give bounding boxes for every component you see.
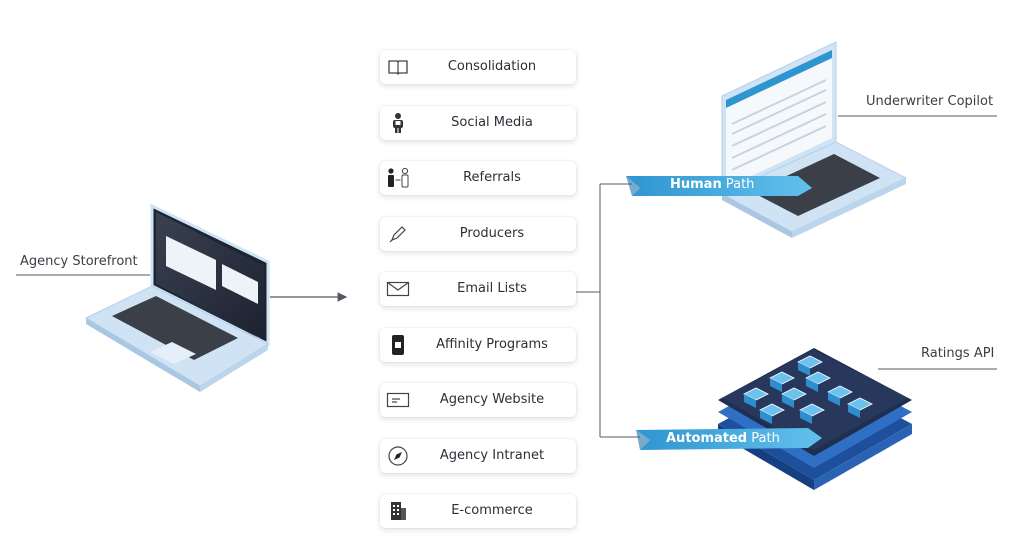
automated-path-ribbon xyxy=(636,428,822,450)
human-path-label: Human Path xyxy=(670,177,754,192)
compass-icon xyxy=(386,445,410,467)
channel-card-referrals: Referrals xyxy=(380,161,576,195)
channel-list: Consolidation Social Media Referrals Pro… xyxy=(380,50,576,550)
automated-path-bold: Automated xyxy=(666,431,748,446)
channel-label: Agency Intranet xyxy=(439,447,545,463)
channel-card-producers: Producers xyxy=(380,216,576,251)
channel-label: Social Media xyxy=(451,114,533,130)
channel-label: Affinity Programs xyxy=(436,336,548,352)
channel-card-email-lists: Email Lists xyxy=(380,272,576,306)
agency-storefront-label: Agency Storefront xyxy=(20,254,138,269)
channel-card-social-media: Social Media xyxy=(380,105,576,140)
channel-label: Referrals xyxy=(463,170,521,185)
channel-label: Email Lists xyxy=(457,281,527,296)
book-icon xyxy=(386,56,410,78)
ratings-api-label: Ratings API xyxy=(921,346,995,361)
human-path-ribbon xyxy=(626,176,812,196)
building-icon xyxy=(386,500,410,522)
pen-icon xyxy=(386,223,410,245)
channel-label: Consolidation xyxy=(447,59,537,74)
channel-card-agency-website: Agency Website xyxy=(380,383,576,417)
channel-label: E-commerce xyxy=(451,503,533,518)
human-path-rest: Path xyxy=(721,177,755,192)
people-icon xyxy=(386,112,410,134)
channel-card-e-commerce: E-commerce xyxy=(380,494,576,528)
copilot-laptop-illustration xyxy=(720,41,908,238)
channel-card-consolidation: Consolidation xyxy=(380,50,576,84)
automated-path-label: Automated Path xyxy=(666,431,780,446)
automated-path-rest: Path xyxy=(747,431,780,446)
referral-people-icon xyxy=(386,167,410,189)
channel-card-affinity-programs: Affinity Programs xyxy=(380,327,576,362)
channel-card-agency-intranet: Agency Intranet xyxy=(380,438,576,473)
human-path-bold: Human xyxy=(670,177,722,192)
channel-label: Producers xyxy=(459,225,525,241)
phone-icon xyxy=(386,334,410,356)
browser-window-icon xyxy=(386,389,410,411)
channel-label: Agency Website xyxy=(439,392,545,407)
storefront-laptop-illustration xyxy=(84,203,270,392)
underwriter-copilot-label: Underwriter Copilot xyxy=(866,94,994,109)
envelope-icon xyxy=(386,278,410,300)
